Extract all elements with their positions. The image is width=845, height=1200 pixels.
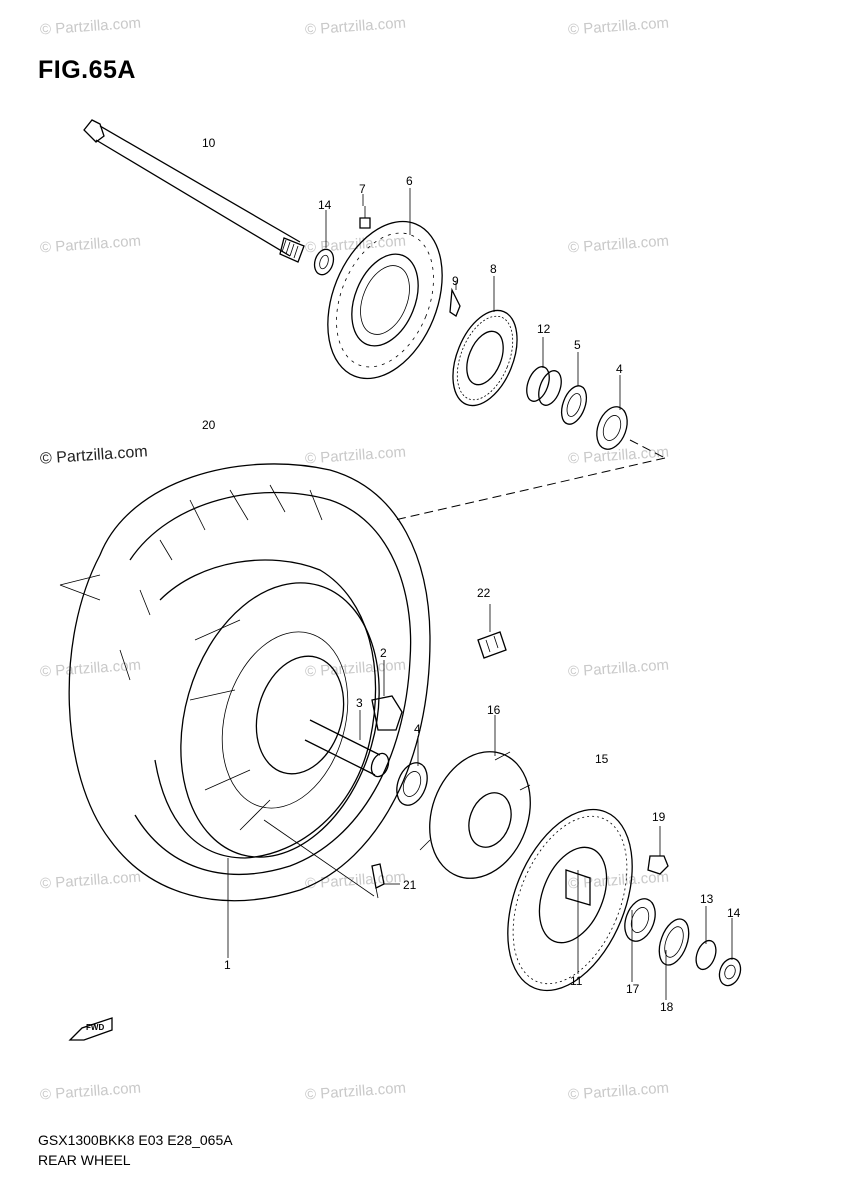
callout-16: 15 <box>595 752 609 766</box>
washer-part-15 <box>313 248 335 276</box>
sprocket-part-16 <box>507 808 633 992</box>
callout-1: 1 <box>224 958 231 972</box>
callout-23: 22 <box>477 586 491 600</box>
bearing-part-4-lower <box>396 762 428 806</box>
callout-3: 3 <box>356 696 363 710</box>
callout-6: 6 <box>406 174 413 188</box>
callout-7: 7 <box>359 182 366 196</box>
brake-disc-part-6 <box>327 220 443 380</box>
bearing-part-4-upper <box>596 406 628 450</box>
callout-19: 18 <box>660 1000 674 1014</box>
callout-4-upper: 4 <box>616 362 623 376</box>
forward-direction-arrow-icon: FWD <box>68 1017 113 1041</box>
callout-12: 12 <box>537 322 551 336</box>
tire-and-wheel-assembly <box>59 463 431 902</box>
callout-11: 11 <box>570 974 583 988</box>
spacer-part-13 <box>695 939 717 971</box>
callout-13: 13 <box>700 892 714 906</box>
diagram-name: REAR WHEEL <box>38 1152 131 1168</box>
sprocket-carrier-part-17 <box>419 751 531 879</box>
spacer-part-3 <box>304 719 390 778</box>
callout-14: 14 <box>727 906 741 920</box>
callout-5: 5 <box>574 338 581 352</box>
callout-leader-lines <box>227 188 733 1000</box>
sensor-ring-part-8 <box>452 309 518 407</box>
spacer-part-12 <box>526 366 562 406</box>
callout-22: 21 <box>403 878 417 892</box>
callout-9: 9 <box>452 274 459 288</box>
callout-10: 10 <box>202 136 216 150</box>
assembly-axis-line <box>394 457 666 521</box>
callout-2: 2 <box>380 646 387 660</box>
bearing-part-18 <box>624 898 656 942</box>
callout-18: 17 <box>626 982 640 996</box>
seal-part-5 <box>560 385 588 425</box>
damper-part-2 <box>371 695 403 731</box>
fastener-part-23 <box>477 631 507 659</box>
figure-title: FIG.65A <box>38 56 136 84</box>
nut-part-20 <box>647 855 669 875</box>
fwd-label: FWD <box>86 1023 104 1032</box>
callout-21: 20 <box>202 418 216 432</box>
bolt-part-7 <box>359 206 371 229</box>
nut-part-14 <box>718 957 742 987</box>
callout-17: 16 <box>487 703 501 717</box>
callout-8: 8 <box>490 262 497 276</box>
bolt-part-9 <box>449 287 461 317</box>
seal-part-19 <box>658 918 690 966</box>
callout-15: 14 <box>318 198 332 212</box>
axle-part-10 <box>83 119 305 263</box>
assembly-axis-line <box>629 439 666 459</box>
valve-part-22 <box>371 863 385 899</box>
callout-4-lower: 4 <box>414 722 421 736</box>
callout-20: 19 <box>652 810 666 824</box>
diagram-code: GSX1300BKK8 E03 E28_065A <box>38 1132 233 1148</box>
